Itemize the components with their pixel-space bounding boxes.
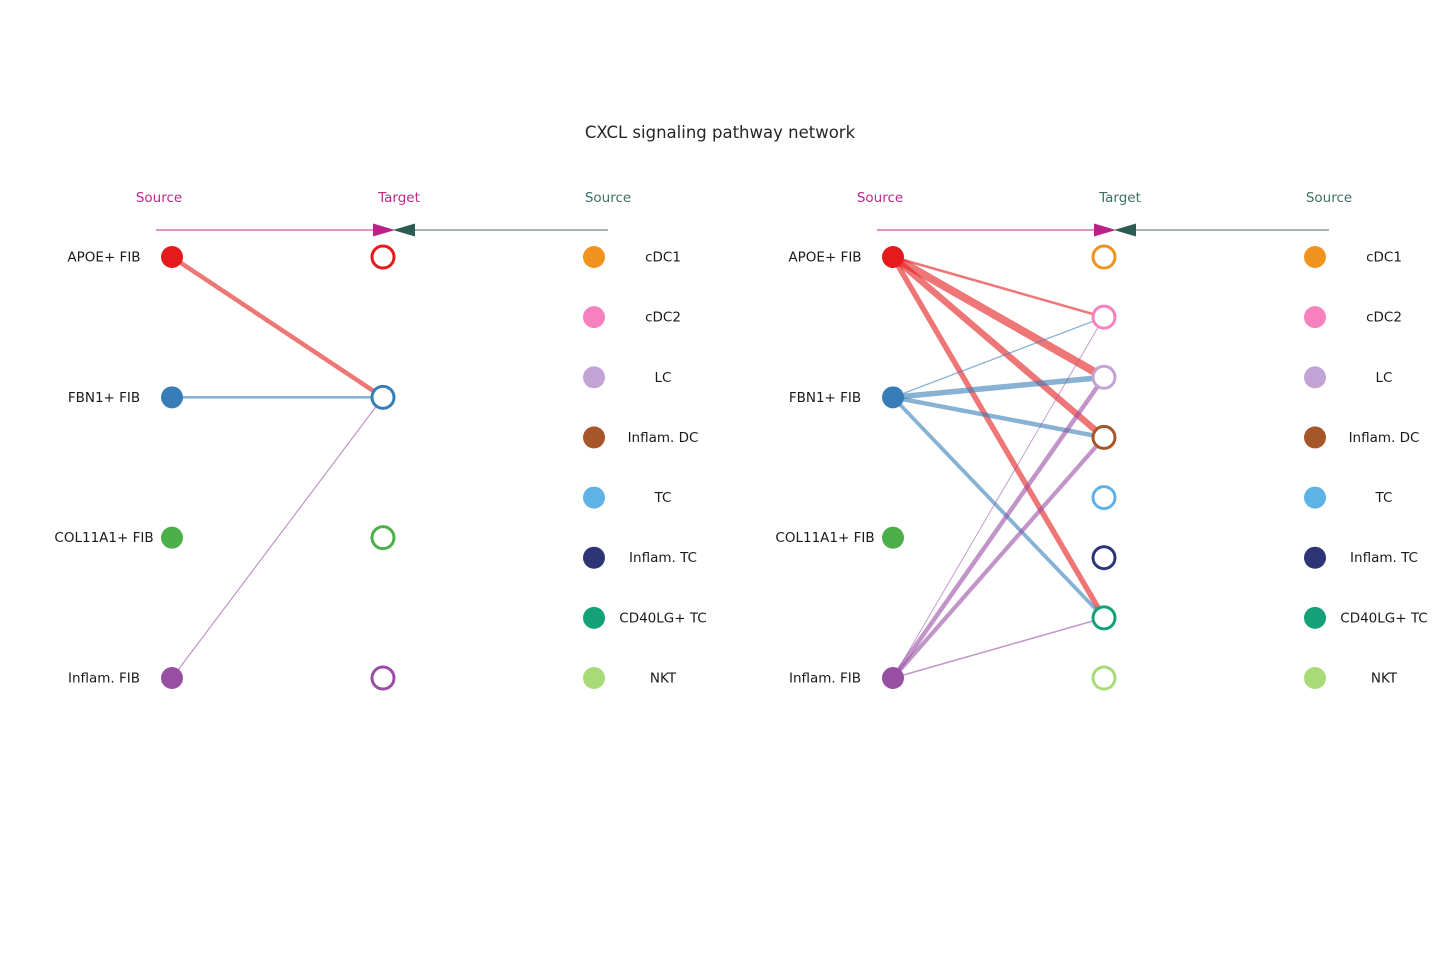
left-legend-label-cDC2: cDC2 <box>645 310 681 326</box>
right-target-node-Inflam. TC <box>1091 545 1117 571</box>
right-legend-dot-CD40LG+ TC <box>1304 606 1326 629</box>
left-source-node-COL11A1+ FIB <box>161 526 183 549</box>
right-edge-APOE+ FIB-to-cDC2 <box>892 255 1105 319</box>
left-edge-Inflam. FIB-to-FBN1+ FIB <box>171 396 384 679</box>
left-source-header: Source <box>136 190 182 206</box>
figure-title: CXCL signaling pathway network <box>585 123 856 142</box>
right-right-arrow-icon <box>1094 223 1116 237</box>
right-legend-label-Inflam. DC: Inflam. DC <box>1349 430 1420 446</box>
right-legend-label-TC: TC <box>1375 490 1393 506</box>
right-source-header: Source <box>857 190 903 206</box>
right-target-node-CD40LG+ TC <box>1091 605 1117 631</box>
left-legend-label-NKT: NKT <box>650 671 677 687</box>
left-target-header: Target <box>377 190 420 206</box>
left-legend-label-cDC1: cDC1 <box>645 250 681 266</box>
left-legend-header: Source <box>585 190 631 206</box>
left-edge-APOE+ FIB-to-FBN1+ FIB <box>170 255 385 400</box>
right-source-label-COL11A1+ FIB: COL11A1+ FIB <box>775 530 874 546</box>
left-legend-label-Inflam. DC: Inflam. DC <box>628 430 699 446</box>
right-edge-APOE+ FIB-to-LC <box>891 253 1106 381</box>
left-legend-label-CD40LG+ TC: CD40LG+ TC <box>619 610 706 626</box>
right-target-node-cDC2 <box>1091 304 1117 330</box>
right-source-label-APOE+ FIB: APOE+ FIB <box>788 250 861 266</box>
right-left-arrow-icon <box>1114 223 1136 237</box>
right-source-label-Inflam. FIB: Inflam. FIB <box>789 671 861 687</box>
left-right-arrow-icon <box>373 223 395 237</box>
right-legend-dot-Inflam. DC <box>1304 426 1326 449</box>
right-edge-FBN1+ FIB-to-CD40LG+ TC <box>891 396 1106 620</box>
left-source-node-FBN1+ FIB <box>161 386 183 409</box>
right-edge-Inflam. FIB-to-LC <box>891 375 1106 680</box>
left-legend-dot-Inflam. DC <box>583 426 605 449</box>
left-left-arrow-icon <box>393 223 415 237</box>
left-source-node-Inflam. FIB <box>161 667 183 689</box>
right-edge-Inflam. FIB-to-Inflam. DC <box>891 436 1106 680</box>
right-source-node-COL11A1+ FIB <box>882 526 904 549</box>
right-legend-dot-LC <box>1304 366 1326 389</box>
right-target-node-LC <box>1091 364 1117 390</box>
left-source-node-APOE+ FIB <box>161 246 183 268</box>
left-legend-dot-NKT <box>583 667 605 689</box>
right-edge-FBN1+ FIB-to-LC <box>892 374 1105 401</box>
right-legend-label-CD40LG+ TC: CD40LG+ TC <box>1340 610 1427 626</box>
right-edge-Inflam. FIB-to-CD40LG+ TC <box>892 617 1105 679</box>
left-legend-dot-LC <box>583 366 605 389</box>
left-target-node-Inflam. FIB <box>370 665 396 691</box>
right-legend-dot-cDC1 <box>1304 246 1326 268</box>
right-legend-dot-Inflam. TC <box>1304 546 1326 569</box>
right-legend-label-cDC2: cDC2 <box>1366 310 1402 326</box>
left-legend-dot-cDC2 <box>583 306 605 329</box>
right-target-node-NKT <box>1091 665 1117 691</box>
right-legend-dot-cDC2 <box>1304 306 1326 329</box>
right-target-node-Inflam. DC <box>1091 424 1117 450</box>
right-source-node-APOE+ FIB <box>882 246 904 268</box>
right-legend-header: Source <box>1306 190 1352 206</box>
right-legend-label-LC: LC <box>1376 370 1393 386</box>
left-target-node-APOE+ FIB <box>370 244 396 270</box>
right-edge-Inflam. FIB-to-cDC2 <box>892 316 1105 679</box>
left-target-node-COL11A1+ FIB <box>370 525 396 551</box>
left-source-label-APOE+ FIB: APOE+ FIB <box>67 250 140 266</box>
right-legend-label-cDC1: cDC1 <box>1366 250 1402 266</box>
right-target-node-TC <box>1091 485 1117 511</box>
left-legend-dot-cDC1 <box>583 246 605 268</box>
left-legend-label-TC: TC <box>654 490 672 506</box>
left-legend-dot-Inflam. TC <box>583 546 605 569</box>
left-target-node-FBN1+ FIB <box>370 384 396 410</box>
left-source-label-COL11A1+ FIB: COL11A1+ FIB <box>54 530 153 546</box>
right-edge-APOE+ FIB-to-Inflam. DC <box>890 254 1107 440</box>
left-source-label-FBN1+ FIB: FBN1+ FIB <box>68 390 140 406</box>
left-legend-dot-TC <box>583 486 605 509</box>
left-legend-dot-CD40LG+ TC <box>583 606 605 629</box>
left-legend-label-LC: LC <box>655 370 672 386</box>
right-source-node-FBN1+ FIB <box>882 386 904 409</box>
right-legend-label-NKT: NKT <box>1371 671 1398 687</box>
right-edge-APOE+ FIB-to-CD40LG+ TC <box>890 255 1107 620</box>
right-target-node-cDC1 <box>1091 244 1117 270</box>
right-edge-FBN1+ FIB-to-cDC2 <box>892 316 1105 398</box>
right-legend-label-Inflam. TC: Inflam. TC <box>1350 550 1418 566</box>
left-source-label-Inflam. FIB: Inflam. FIB <box>68 671 140 687</box>
right-target-header: Target <box>1098 190 1141 206</box>
right-source-node-Inflam. FIB <box>882 667 904 689</box>
right-source-label-FBN1+ FIB: FBN1+ FIB <box>789 390 861 406</box>
left-legend-label-Inflam. TC: Inflam. TC <box>629 550 697 566</box>
right-legend-dot-TC <box>1304 486 1326 509</box>
right-legend-dot-NKT <box>1304 667 1326 689</box>
